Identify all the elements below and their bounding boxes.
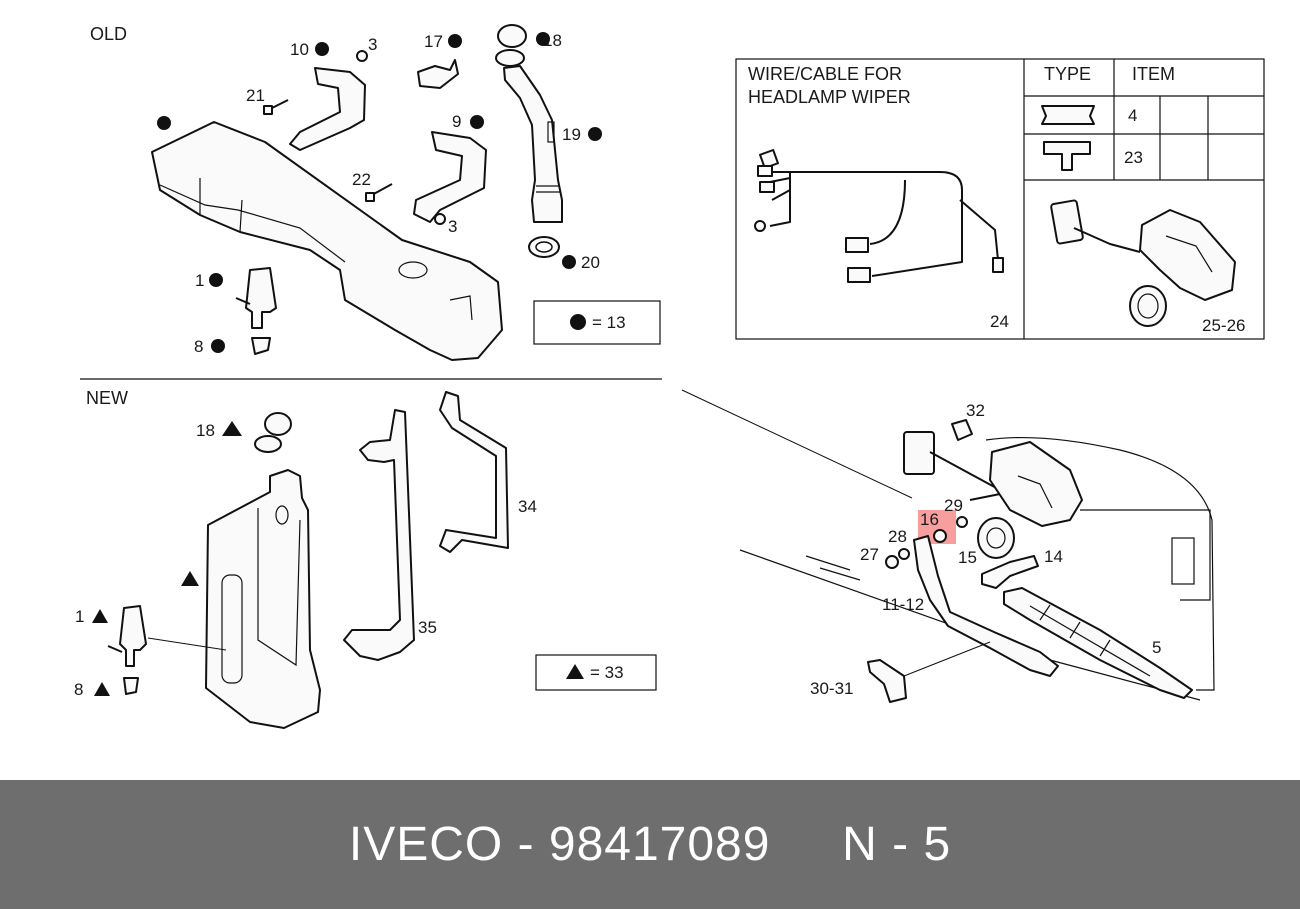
callout-old-20: 20 bbox=[581, 253, 600, 272]
callout-new-1: 1 bbox=[75, 607, 84, 626]
new-section: NEW 18 1 8 35 34 = 33 bbox=[74, 388, 657, 729]
wiring-harness-24: 24 bbox=[754, 149, 1009, 331]
callout-old-22: 22 bbox=[352, 170, 371, 189]
callout-new-34: 34 bbox=[518, 497, 537, 516]
connector-block bbox=[903, 431, 935, 475]
callout-new-18: 18 bbox=[196, 421, 215, 440]
callout-new-8: 8 bbox=[74, 680, 83, 699]
washer-28 bbox=[898, 548, 910, 560]
leader-line bbox=[681, 389, 913, 499]
callout-old-8: 8 bbox=[194, 337, 203, 356]
old-section: OLD 10 3 17 18 19 20 2 bbox=[90, 24, 661, 361]
wire-cable-table: WIRE/CABLE FOR HEADLAMP WIPER TYPE ITEM … bbox=[735, 58, 1265, 340]
roller-15 bbox=[977, 517, 1015, 559]
wire-table-item-header: ITEM bbox=[1132, 64, 1175, 84]
old-cap-18 bbox=[497, 24, 527, 48]
wire-table-type-header: TYPE bbox=[1044, 64, 1091, 84]
wire-table-row2-item: 23 bbox=[1124, 148, 1143, 167]
callout-30-31: 30-31 bbox=[810, 679, 853, 698]
old-nut-3-bottom bbox=[434, 213, 446, 225]
washer-29 bbox=[956, 516, 968, 528]
nut-27 bbox=[885, 555, 899, 569]
new-pump-1 bbox=[119, 605, 147, 667]
callout-old-3b: 3 bbox=[448, 217, 457, 236]
new-bracket-34 bbox=[439, 391, 509, 553]
part-32 bbox=[951, 419, 973, 441]
footer-part-number: IVECO - 98417089 N - 5 bbox=[348, 818, 952, 871]
wire-table-title-line1: WIRE/CABLE FOR bbox=[748, 64, 902, 84]
callout-new-35: 35 bbox=[418, 618, 437, 637]
wiper-motor bbox=[989, 441, 1083, 527]
old-clip-17 bbox=[417, 59, 459, 89]
new-section-label: NEW bbox=[86, 388, 128, 408]
old-bracket-9 bbox=[413, 131, 487, 223]
sleeve-icon bbox=[1041, 105, 1095, 125]
callout-old-19: 19 bbox=[562, 125, 581, 144]
nut-16 bbox=[933, 529, 947, 543]
wiper-motor-25-26: 25-26 bbox=[1050, 199, 1245, 335]
tee-connector-icon bbox=[1043, 141, 1091, 171]
legend-triangle-icon bbox=[566, 664, 584, 679]
clip-14 bbox=[981, 555, 1039, 589]
old-nut-3-top bbox=[356, 50, 368, 62]
callout-5: 5 bbox=[1152, 638, 1161, 657]
wire-table-motor-item: 25-26 bbox=[1202, 316, 1245, 335]
old-washer-tank bbox=[151, 121, 503, 361]
legend-new-box bbox=[535, 654, 657, 691]
callout-27: 27 bbox=[860, 545, 879, 564]
old-filler-neck-19 bbox=[503, 65, 563, 223]
new-cap-18 bbox=[264, 412, 292, 436]
wire-table-title-line2: HEADLAMP WIPER bbox=[748, 87, 911, 107]
legend-old-label: = 13 bbox=[592, 313, 626, 332]
old-pump-1 bbox=[245, 267, 277, 329]
callout-14: 14 bbox=[1044, 547, 1063, 566]
headlamp-assembly: 32 16 29 15 28 27 14 11-12 5 30-31 bbox=[681, 389, 1215, 703]
wiper-blade-5 bbox=[1003, 587, 1193, 699]
old-grommet-8 bbox=[251, 337, 271, 355]
new-triangle-marker bbox=[222, 421, 242, 436]
callout-old-3a: 3 bbox=[368, 35, 377, 54]
callout-29: 29 bbox=[944, 496, 963, 515]
callout-old-10: 10 bbox=[290, 40, 309, 59]
new-washer-tank bbox=[205, 469, 321, 729]
callout-11-12: 11-12 bbox=[882, 595, 924, 614]
footer-bar: IVECO - 98417089 N - 5 bbox=[0, 780, 1300, 909]
callout-16: 16 bbox=[920, 510, 939, 529]
new-grommet-8 bbox=[123, 677, 139, 695]
legend-new-label: = 33 bbox=[590, 663, 624, 682]
old-bracket-10 bbox=[289, 67, 366, 151]
part-30-31 bbox=[867, 659, 907, 703]
wire-table-row1-item: 4 bbox=[1128, 106, 1137, 125]
parts-diagram: OLD 10 3 17 18 19 20 2 bbox=[74, 24, 1265, 729]
legend-old-box bbox=[533, 300, 661, 345]
callout-15: 15 bbox=[958, 548, 977, 567]
wire-table-harness-item: 24 bbox=[990, 312, 1009, 331]
callout-32: 32 bbox=[966, 401, 985, 420]
new-bracket-35 bbox=[343, 409, 415, 661]
old-tank-circle-marker bbox=[157, 116, 171, 130]
callout-old-17: 17 bbox=[424, 32, 443, 51]
wiper-arm-11-12 bbox=[913, 535, 1059, 677]
old-section-label: OLD bbox=[90, 24, 127, 44]
callout-old-9: 9 bbox=[452, 112, 461, 131]
callout-old-1: 1 bbox=[195, 271, 204, 290]
callout-old-21: 21 bbox=[246, 86, 265, 105]
legend-circle-icon bbox=[570, 314, 586, 330]
callout-28: 28 bbox=[888, 527, 907, 546]
